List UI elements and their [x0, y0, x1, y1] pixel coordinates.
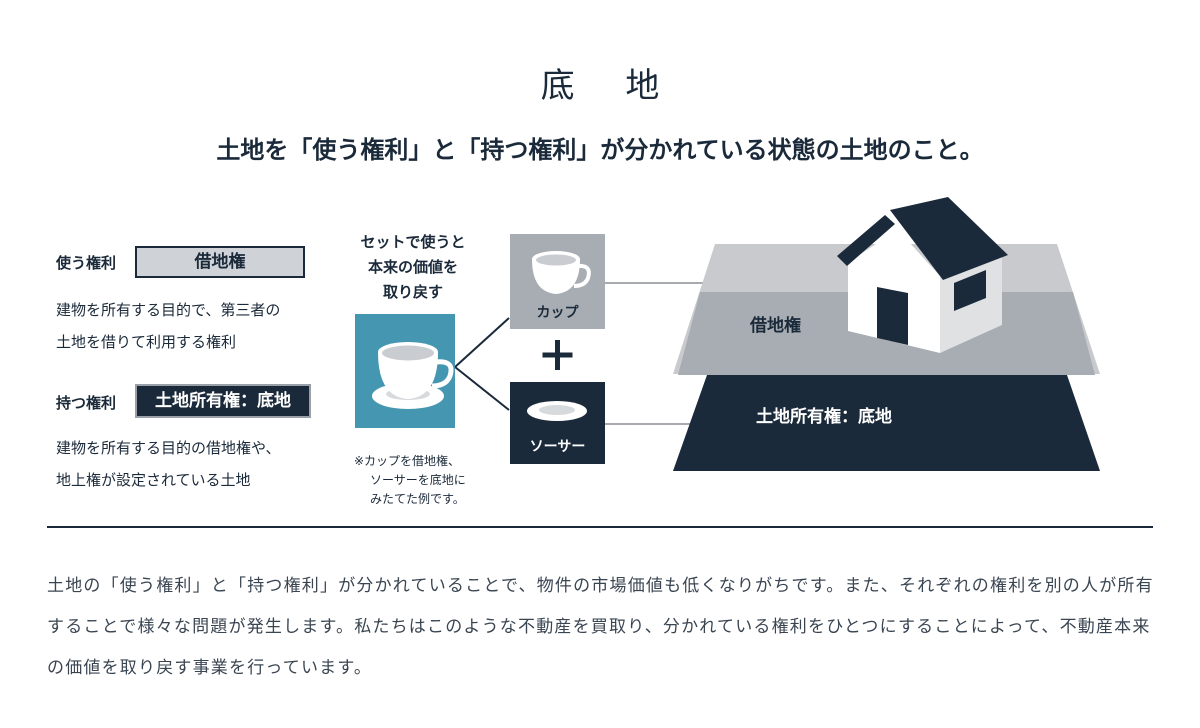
cup-icon	[510, 234, 605, 329]
cup-caption-line3: 取り戻す	[382, 283, 443, 301]
plus-icon	[542, 340, 573, 370]
use-right-description: 建物を所有する目的で、第三者の 土地を借りて利用する権利	[56, 294, 280, 358]
use-right-label: 使う権利	[56, 254, 117, 272]
cup-note: ※カップを借地権、 ソーサーを底地に みたてた例です。	[354, 452, 466, 509]
land-connector-lines	[605, 282, 712, 425]
use-right-desc-line2: 土地を借りて利用する権利	[56, 333, 237, 351]
cup-label: カップ	[536, 305, 579, 321]
page-title: 底 地	[540, 66, 680, 106]
ownership-box: 土地所有権：底地	[135, 384, 311, 418]
own-right-label: 持つ権利	[56, 394, 117, 412]
cup-and-saucer-set-icon	[355, 314, 455, 428]
saucer-icon	[510, 382, 605, 464]
own-right-desc-line1: 建物を所有する目的の借地権や、	[56, 439, 281, 457]
ownership-land-layer	[673, 375, 1100, 471]
own-right-desc-line2: 地上権が設定されている土地	[56, 471, 251, 489]
use-right-desc-line1: 建物を所有する目的で、第三者の	[56, 301, 281, 319]
cup-note-line3: みたてた例です。	[370, 492, 465, 506]
own-right-description: 建物を所有する目的の借地権や、 地上権が設定されている土地	[56, 432, 281, 496]
cup-caption: セットで使うと 本来の価値を 取り戻す	[343, 230, 483, 305]
saucer-label: ソーサー	[529, 439, 586, 455]
split-connector-lines	[454, 317, 510, 411]
cup-note-line2: ソーサーを底地に	[370, 473, 466, 487]
explanation-paragraph: 土地の「使う権利」と「持つ権利」が分かれていることで、物件の市場価値も低くなりが…	[47, 576, 1154, 678]
house-icon	[837, 197, 1008, 353]
page-subtitle: 土地を「使う権利」と「持つ権利」が分かれている状態の土地のこと。	[216, 136, 984, 164]
leasehold-box: 借地権	[135, 246, 305, 278]
section-divider	[47, 526, 1153, 528]
ownership-land-label: 土地所有権：底地	[756, 407, 892, 427]
leasehold-land-label: 借地権	[750, 316, 801, 336]
cup-caption-line2: 本来の価値を	[367, 258, 458, 276]
cup-note-line1: ※カップを借地権、	[354, 454, 461, 468]
cup-caption-line1: セットで使うと	[360, 233, 466, 251]
